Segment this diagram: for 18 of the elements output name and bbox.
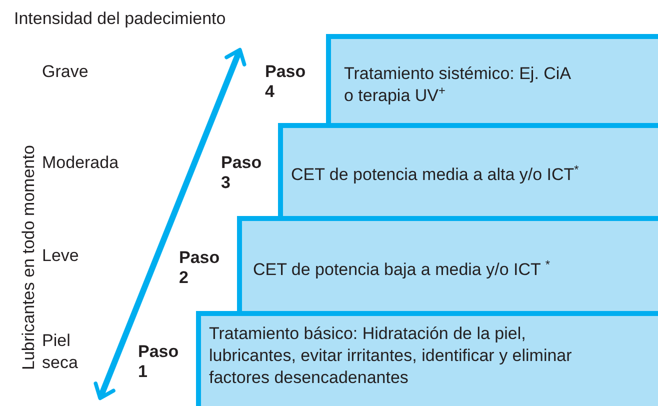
axis-title: Intensidad del padecimiento: [14, 8, 226, 30]
severity-label: Grave: [42, 61, 88, 83]
severity-label: Leve: [42, 245, 79, 267]
step-label: Paso 1: [138, 342, 180, 382]
severity-label: Piel seca: [42, 330, 79, 374]
severity-label: Moderada: [42, 152, 119, 174]
step-box: [237, 216, 658, 311]
step-label: Paso 4: [265, 62, 307, 102]
axis-title: Lubricantes en todo momento: [18, 145, 39, 370]
step-text: CET de potencia media a alta y/o ICT$^{*}$: [291, 164, 580, 186]
step-box: [278, 123, 658, 216]
step-box: [196, 311, 658, 406]
step-text: CET de potencia baja a media y/o ICT $^{*}$: [253, 259, 551, 281]
step-label: Paso 2: [179, 248, 221, 288]
step-box: [326, 34, 658, 123]
step-label: Paso 3: [221, 153, 263, 193]
step-text: Tratamiento básico: Hidratación de la piel, lubricantes, evitar irritantes, identificar y eliminar factores desencadenantes: [209, 323, 573, 389]
step-text: Tratamiento sistémico: Ej. CiA o terapia UV$^{+}$: [344, 63, 572, 107]
